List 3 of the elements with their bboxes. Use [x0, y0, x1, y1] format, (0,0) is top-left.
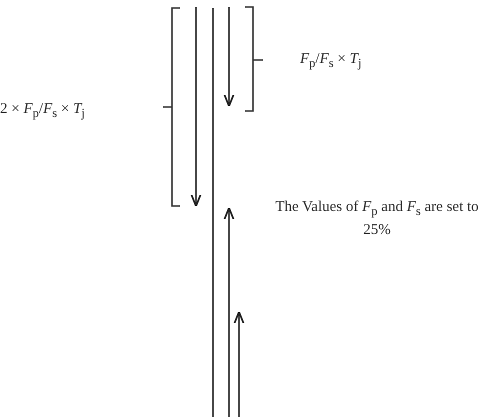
- note-text: The Values of F$_{p}$ and F$_{s}$ are set to 25%: [274, 198, 480, 240]
- formula-label: F$_{p}$/F$_{s}$ × T$_{j}$: [300, 50, 362, 72]
- formula-label: 2 × F$_{p}$/F$_{s}$ × T$_{j}$: [0, 100, 85, 122]
